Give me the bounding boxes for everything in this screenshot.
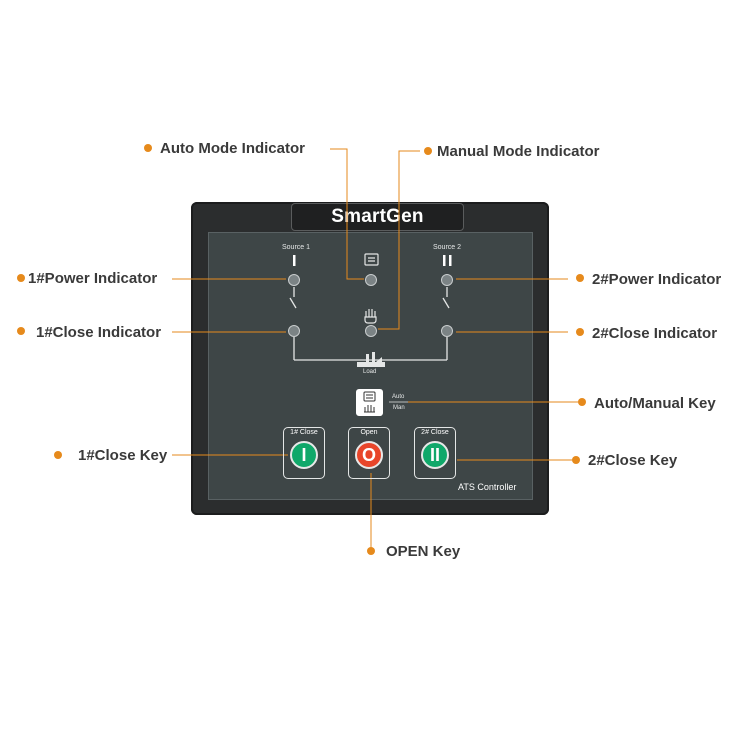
source1-label: Source 1 bbox=[282, 244, 311, 251]
open-key-frame: Open O bbox=[348, 427, 390, 479]
manual-mode-led bbox=[365, 325, 377, 337]
power2-callout: 2#Power Indicator bbox=[592, 271, 722, 288]
callout-dot bbox=[576, 274, 584, 282]
close2-led bbox=[441, 325, 453, 337]
auto-manual-key-callout: Auto/Manual Key bbox=[594, 395, 716, 412]
callout-dot bbox=[17, 327, 25, 335]
callout-dot bbox=[424, 147, 432, 155]
auto-label: Auto bbox=[392, 394, 405, 400]
open-key-title: Open bbox=[360, 429, 378, 436]
callout-dot bbox=[576, 328, 584, 336]
open-key-callout: OPEN Key bbox=[386, 543, 461, 560]
callout-dot bbox=[144, 144, 152, 152]
load-label: Load bbox=[363, 369, 377, 375]
auto-mode-icon bbox=[364, 253, 379, 266]
callout-dot bbox=[367, 547, 375, 555]
power2-led bbox=[441, 274, 453, 286]
callout-dot bbox=[572, 456, 580, 464]
close1-key-callout: 1#Close Key bbox=[78, 447, 168, 464]
close1-key-frame: 1# Close I bbox=[283, 427, 325, 479]
power1-callout: 1#Power Indicator bbox=[28, 270, 158, 287]
close1-callout: 1#Close Indicator bbox=[36, 324, 162, 341]
close1-key-title: 1# Close bbox=[290, 429, 318, 436]
hand-icon bbox=[364, 309, 377, 324]
close1-led bbox=[288, 325, 300, 337]
load-factory-icon bbox=[357, 352, 385, 367]
model-label: ATS Controller bbox=[458, 482, 517, 492]
close2-key-callout: 2#Close Key bbox=[588, 452, 678, 469]
callout-dot bbox=[54, 451, 62, 459]
close2-callout: 2#Close Indicator bbox=[592, 325, 718, 342]
auto-manual-icon bbox=[363, 391, 376, 413]
close2-key-title: 2# Close bbox=[421, 429, 449, 436]
man-label: Man bbox=[393, 405, 405, 411]
auto-mode-led bbox=[365, 274, 377, 286]
auto-mode-callout: Auto Mode Indicator bbox=[160, 140, 305, 157]
power1-led bbox=[288, 274, 300, 286]
open-key[interactable]: O bbox=[355, 441, 383, 469]
auto-manual-key[interactable] bbox=[356, 389, 383, 416]
callout-leaders bbox=[172, 148, 578, 549]
manual-mode-callout: Manual Mode Indicator bbox=[437, 143, 600, 160]
close2-key[interactable]: II bbox=[421, 441, 449, 469]
callout-dot bbox=[17, 274, 25, 282]
callout-dot bbox=[578, 398, 586, 406]
close2-key-frame: 2# Close II bbox=[414, 427, 456, 479]
source2-label: Source 2 bbox=[433, 244, 462, 251]
close1-key[interactable]: I bbox=[290, 441, 318, 469]
brand-logo: SmartGen bbox=[291, 203, 464, 231]
